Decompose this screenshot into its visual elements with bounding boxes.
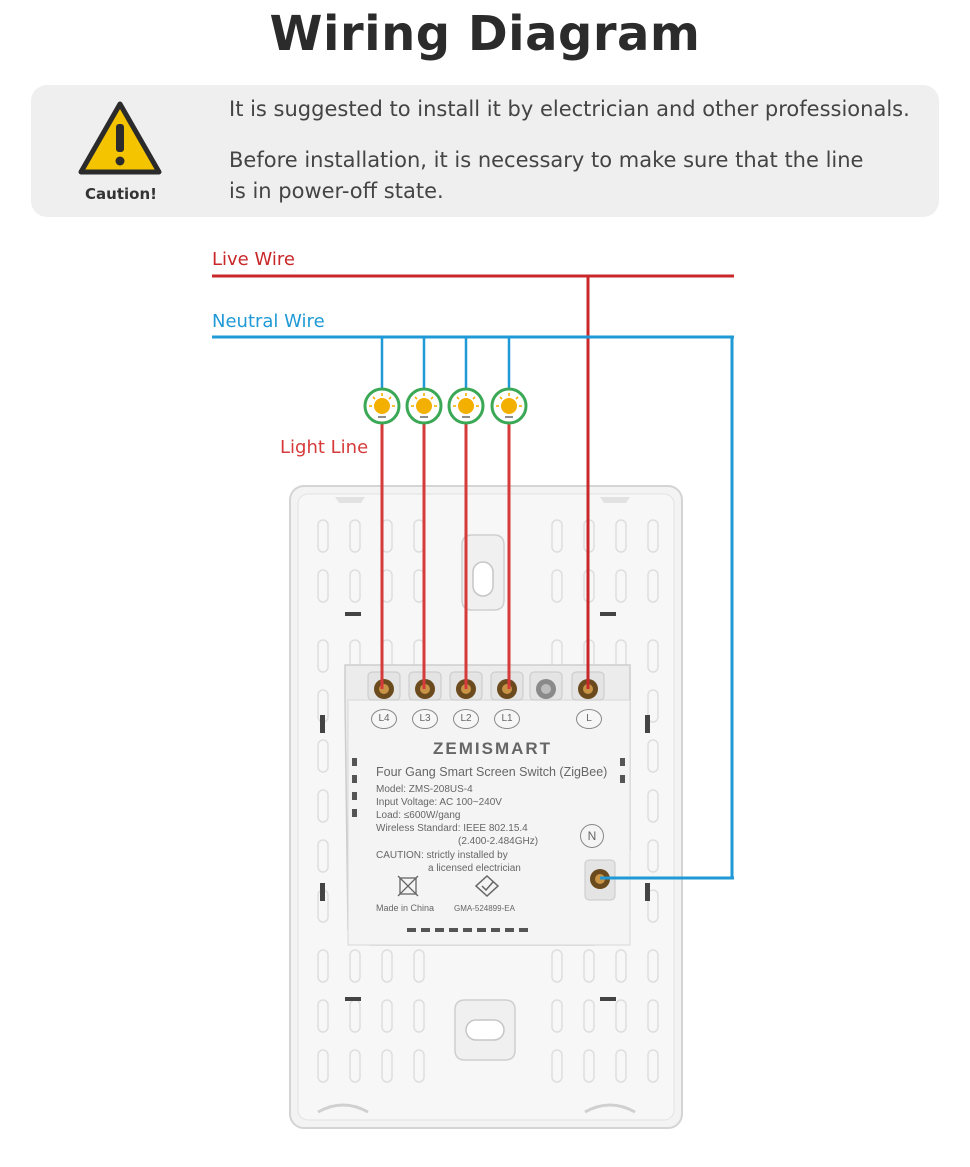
device-product-name: Four Gang Smart Screen Switch (ZigBee) — [376, 765, 608, 779]
terminal-label-l3: L3 — [412, 709, 438, 729]
terminal-label-l: L — [576, 709, 602, 729]
vent-slot — [349, 949, 361, 983]
vent-slot — [317, 789, 329, 823]
caution-text-1: It is suggested to install it by electri… — [229, 97, 910, 121]
device-brand: ZEMISMART — [433, 739, 553, 758]
live-wire-label: Live Wire — [212, 249, 295, 270]
caution-panel: Caution! It is suggested to install it b… — [31, 85, 939, 217]
vent-slot — [551, 949, 563, 983]
device-made-in: Made in China — [376, 903, 435, 913]
vent-slot — [615, 999, 627, 1033]
vent-slot — [413, 1049, 425, 1083]
terminal-label-n: N — [580, 824, 604, 848]
vent-slot — [583, 1049, 595, 1083]
caution-text-2: Before installation, it is necessary to … — [229, 148, 864, 203]
terminal-label-l1: L1 — [494, 709, 520, 729]
vent-slot — [317, 949, 329, 983]
vent-slot — [647, 889, 659, 923]
vent-slot — [647, 839, 659, 873]
neutral-wire-label: Neutral Wire — [212, 311, 325, 332]
neutral-wire — [212, 335, 734, 880]
terminal-label-l2: L2 — [453, 709, 479, 729]
vent-slot — [551, 519, 563, 553]
page-title: Wiring Diagram — [269, 6, 701, 62]
device-frequency: (2.400-2.484GHz) — [458, 836, 539, 847]
device-caution-1: CAUTION: strictly installed by — [376, 850, 508, 861]
vent-slot — [317, 569, 329, 603]
device-wireless-standard: Wireless Standard: IEEE 802.15.4 — [376, 823, 528, 834]
vent-slot — [551, 569, 563, 603]
device-certification: GMA-524899-EA — [454, 904, 515, 913]
vent-slot — [381, 949, 393, 983]
vent-slot — [349, 1049, 361, 1083]
vent-slot — [551, 999, 563, 1033]
vent-slot — [317, 999, 329, 1033]
vent-slot — [317, 1049, 329, 1083]
vent-slot — [647, 999, 659, 1033]
vent-slot — [413, 949, 425, 983]
vent-slot — [647, 689, 659, 723]
vent-slot — [349, 519, 361, 553]
vent-slot — [615, 949, 627, 983]
vent-slot — [647, 789, 659, 823]
vent-slot — [317, 739, 329, 773]
vent-slot — [551, 1049, 563, 1083]
warning-icon — [78, 101, 162, 175]
vent-slot — [583, 949, 595, 983]
vent-slot — [615, 519, 627, 553]
vent-slot — [413, 999, 425, 1033]
vent-slot — [583, 999, 595, 1033]
light-bulb-icon-2 — [405, 387, 443, 425]
weee-icon — [397, 875, 419, 897]
vent-slot — [317, 839, 329, 873]
vent-slot — [647, 739, 659, 773]
terminal-label-l4: L4 — [371, 709, 397, 729]
vent-slot — [349, 569, 361, 603]
vent-slot — [647, 519, 659, 553]
vent-slot — [317, 519, 329, 553]
vent-slot — [381, 1049, 393, 1083]
caution-label: Caution! — [85, 185, 157, 203]
vent-slot — [647, 639, 659, 673]
vent-slot — [615, 569, 627, 603]
light-bulb-icon-4 — [490, 387, 528, 425]
device-input-voltage: Input Voltage: AC 100~240V — [376, 797, 502, 808]
device-model: Model: ZMS-208US-4 — [376, 784, 473, 795]
live-wire — [212, 274, 734, 689]
light-lines — [380, 422, 511, 689]
device-load: Load: ≤600W/gang — [376, 810, 461, 821]
vent-slot — [647, 949, 659, 983]
device-caution-2: a licensed electrician — [428, 863, 521, 874]
vent-slot — [647, 1049, 659, 1083]
light-bulb-icon-3 — [447, 387, 485, 425]
vent-slot — [317, 639, 329, 673]
vent-slot — [615, 1049, 627, 1083]
light-line-label: Light Line — [280, 437, 369, 458]
vent-slot — [647, 569, 659, 603]
rcm-mark-icon — [474, 874, 500, 898]
vent-slot — [381, 999, 393, 1033]
light-bulb-icon-1 — [363, 387, 401, 425]
